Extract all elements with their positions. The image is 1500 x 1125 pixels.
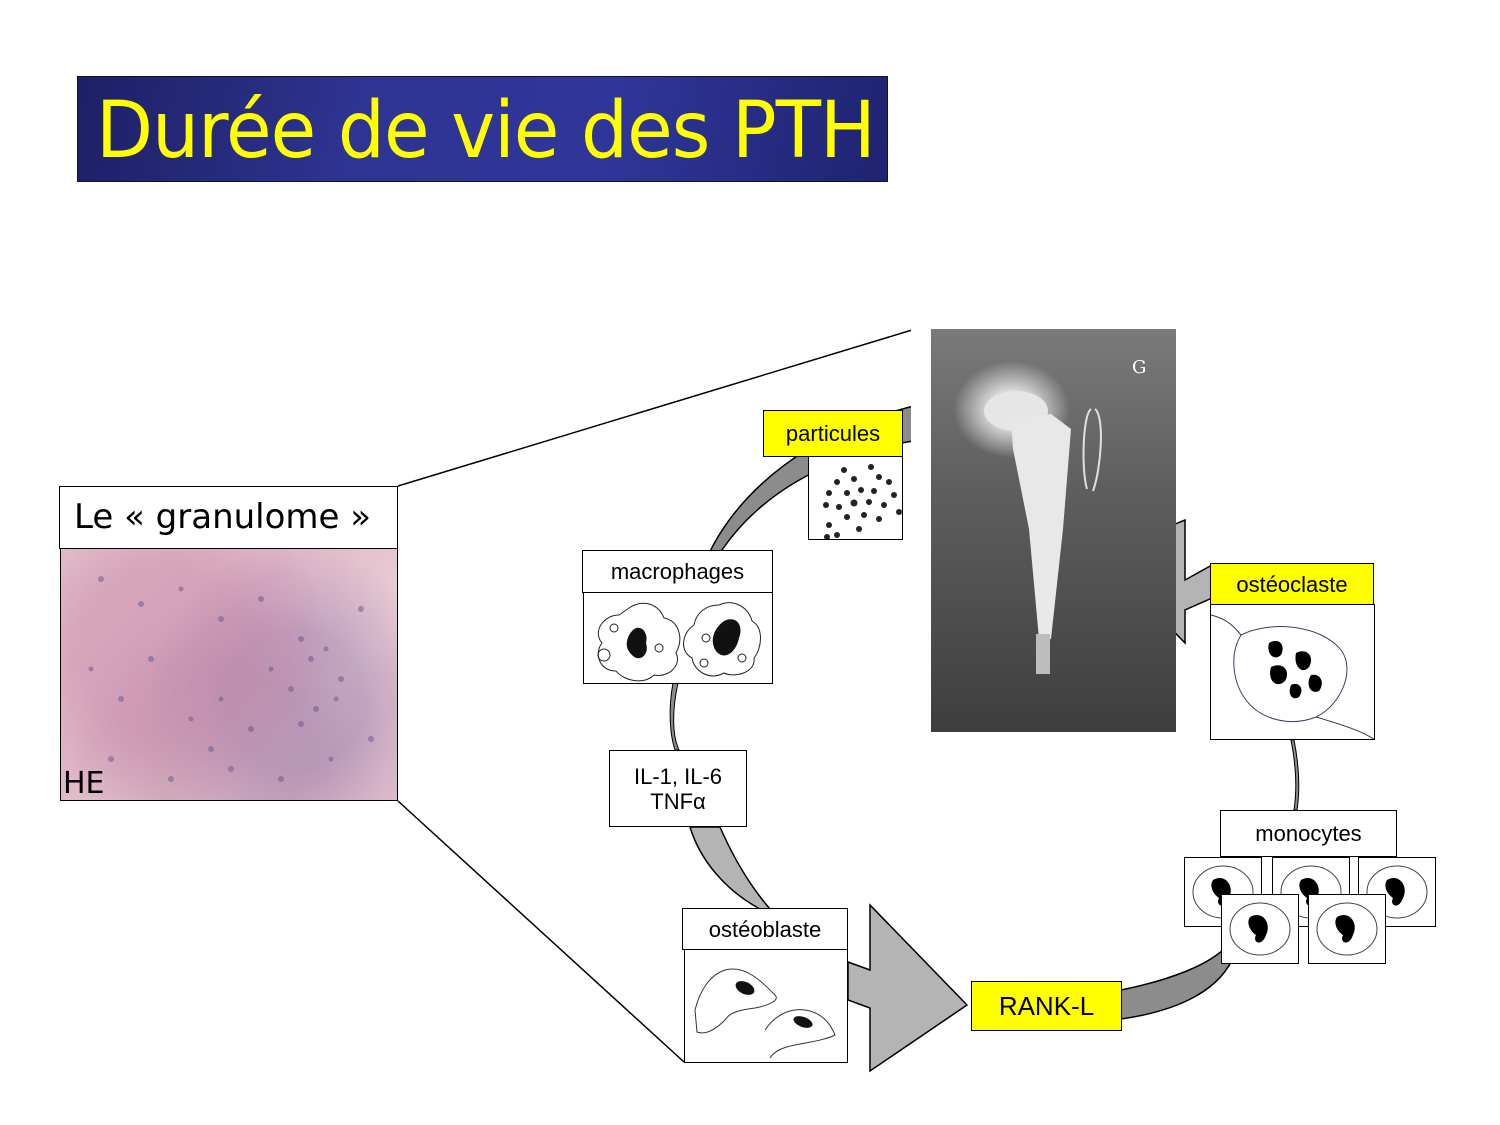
osteoblaste-image (684, 949, 848, 1063)
arc-macrophages-to-cytokines (669, 682, 680, 751)
title-banner: Durée de vie des PTH (77, 76, 888, 182)
stain-label: HE (63, 766, 105, 801)
arc-monocytes-to-osteoclaste (1290, 739, 1300, 811)
osteoblaste-label: ostéoblaste (682, 908, 848, 950)
monocyte-cell-4 (1221, 894, 1299, 964)
macrophages-label: macrophages (582, 550, 773, 593)
cytokines-line-2: TNFα (650, 788, 706, 814)
zoom-line-bottom (397, 800, 685, 1063)
histology-image: HE (60, 548, 398, 801)
femoral-stem (1011, 414, 1071, 639)
arrow-osteoblaste-to-rankl (847, 903, 969, 1073)
arc-cytokines-to-osteoblaste (688, 826, 772, 910)
monocytes-label: monocytes (1220, 810, 1397, 857)
cytokines-label: IL-1, IL-6 TNFα (609, 750, 747, 827)
cerclage-wire (1082, 408, 1102, 492)
osteoclast-cell-icon (1211, 614, 1374, 739)
particules-image (808, 456, 903, 540)
particles-icon (823, 464, 902, 539)
arc-rankl-to-monocytes (1120, 943, 1233, 1020)
zoom-line-top (397, 329, 913, 487)
rankl-label: RANK-L (971, 981, 1122, 1031)
particules-label: particules (763, 410, 903, 457)
osteoclaste-label: ostéoclaste (1210, 563, 1374, 605)
macrophages-image (583, 592, 773, 684)
side-marker: G (1132, 357, 1147, 378)
monocyte-cell-5 (1308, 894, 1386, 964)
osteoblast-cells-icon (694, 968, 836, 1059)
slide-title: Durée de vie des PTH (96, 86, 876, 176)
osteoclaste-image (1210, 604, 1375, 740)
prosthesis-drawing (911, 329, 1102, 732)
xray-image: G (911, 329, 1176, 732)
granulome-label: Le « granulome » (59, 486, 398, 549)
macrophage-cells-icon (597, 602, 761, 682)
cytokines-line-1: IL-1, IL-6 (633, 763, 723, 789)
histology-cells (88, 576, 374, 782)
